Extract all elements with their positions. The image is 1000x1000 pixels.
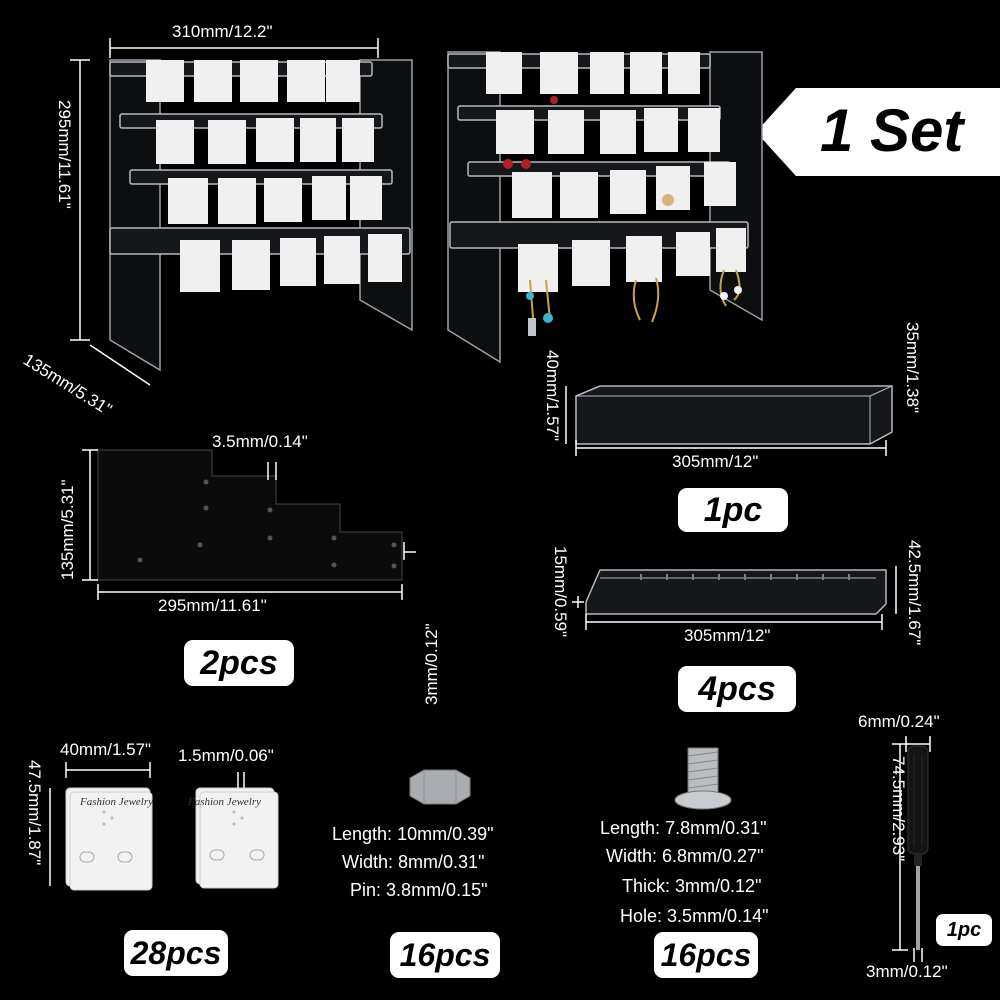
screwdriver-tip-label: 3mm/0.12" [866,962,948,981]
nut-qty-badge: 16pcs [390,932,500,978]
screw-spec-thick: Thick: 3mm/0.12" [622,876,762,896]
base-tray-length-label: 305mm/12" [672,452,759,471]
card-brand-text-2: Fashion Jewelry [188,796,262,808]
card-brand-text: Fashion Jewelry [80,796,154,808]
screw-spec-length: Length: 7.8mm/0.31" [600,818,767,838]
card-thickness-label: 1.5mm/0.06" [178,746,274,765]
shelf-bar-qty-badge: 4pcs [678,666,796,712]
cards-qty-badge: 28pcs [124,930,228,976]
nut-spec-length: Length: 10mm/0.39" [332,824,494,844]
base-tray-qty-badge: 1pc [678,488,788,532]
set-label: 1 Set [820,97,964,164]
stand-width-label: 310mm/12.2" [172,22,273,41]
shelf-bar-length-label: 305mm/12" [684,626,771,645]
screw-spec-width: Width: 6.8mm/0.27" [606,846,764,866]
card-width-label: 40mm/1.57" [60,740,152,759]
screwdriver-tip-width-label: 6mm/0.24" [858,712,940,731]
set-arrow-badge [756,88,1000,176]
screw-spec-hole: Hole: 3.5mm/0.14" [620,906,769,926]
side-panel-qty-badge: 2pcs [184,640,294,686]
screwdriver-qty-badge: 1pc [936,914,992,946]
side-panel-notch-label: 3.5mm/0.14" [212,432,308,451]
nut-spec-width: Width: 8mm/0.31" [342,852,485,872]
screwdriver-length-label: 74.5mm/2.93" [889,756,908,862]
screw-qty-badge: 16pcs [654,932,758,978]
nut-spec-pin: Pin: 3.8mm/0.15" [350,880,488,900]
side-panel-length-label: 295mm/11.61" [158,596,267,615]
